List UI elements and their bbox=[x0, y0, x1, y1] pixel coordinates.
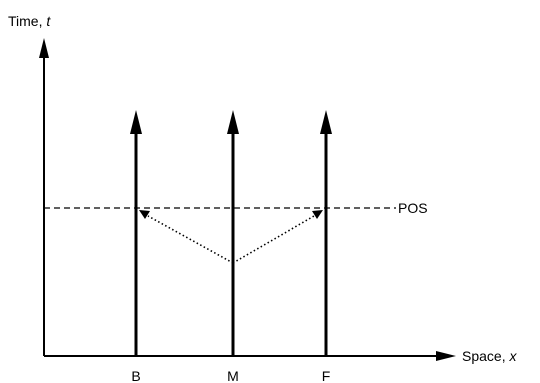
worldline-m-arrowhead bbox=[227, 110, 239, 134]
signal-m-to-f bbox=[232, 215, 315, 264]
worldline-f-arrowhead bbox=[320, 110, 332, 134]
space-axis-label: Space, x bbox=[462, 348, 517, 364]
signal-m-to-b-arrowhead bbox=[139, 210, 150, 219]
time-axis-label: Time, t bbox=[8, 13, 51, 29]
worldline-b-label: B bbox=[131, 368, 140, 383]
worldline-f-label: F bbox=[322, 368, 331, 383]
worldline-b-arrowhead bbox=[130, 110, 142, 134]
worldline-m-label: M bbox=[227, 368, 239, 383]
space-axis-arrowhead bbox=[436, 351, 456, 361]
time-axis-arrowhead bbox=[39, 38, 49, 58]
simultaneity-label: POS bbox=[398, 200, 428, 216]
signal-m-to-b bbox=[147, 215, 234, 264]
signal-m-to-f-arrowhead bbox=[312, 210, 323, 219]
